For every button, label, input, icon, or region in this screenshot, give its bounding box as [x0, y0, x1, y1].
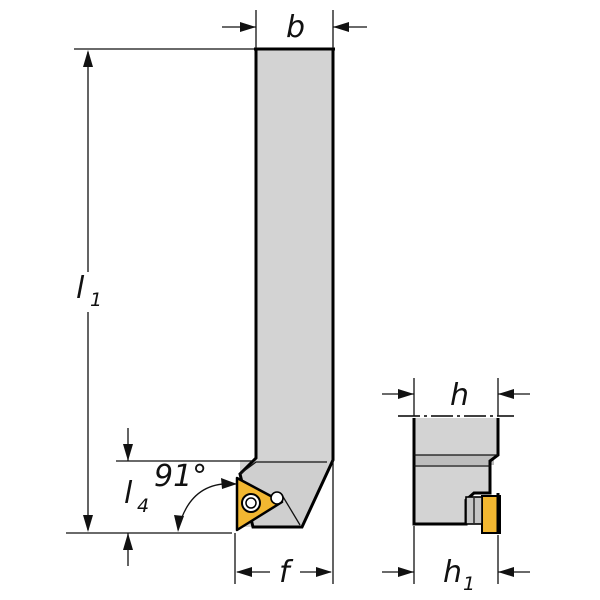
side-outline [412, 418, 500, 526]
l1-label: l [76, 271, 85, 306]
angle-dimension: 91° [154, 459, 237, 532]
l4-arrow-top [123, 444, 133, 461]
dimension-l1: l 1 [66, 48, 254, 534]
h-arrow-left [398, 389, 414, 399]
shank-body [240, 50, 333, 527]
b-label: b [286, 10, 305, 45]
dimension-l4: l 4 [116, 428, 252, 566]
side-band [414, 455, 494, 465]
l4-label: l [124, 476, 133, 511]
dimension-h1: h 1 [382, 526, 530, 595]
tool-side-view [398, 415, 514, 534]
l1-label-sub: 1 [90, 289, 102, 311]
side-body [414, 418, 498, 524]
h1-label: h [443, 555, 462, 590]
b-arrow-left [240, 22, 256, 32]
f-arrow-left [236, 567, 252, 577]
tool-shank-front-view [235, 47, 335, 532]
l4-arrow-bottom [123, 533, 133, 550]
l1-arrow-bottom [83, 515, 93, 532]
f-arrow-right [316, 567, 332, 577]
dimension-b: b [222, 10, 367, 48]
h-label: h [450, 378, 469, 413]
insert-screw-inner [245, 497, 257, 509]
angle-arrow-bottom [174, 515, 184, 532]
angle-arrow-top [221, 478, 237, 489]
angle-label: 91° [154, 459, 207, 494]
h1-arrow-right [498, 567, 514, 577]
h1-label-sub: 1 [463, 573, 475, 595]
clamp-edge [281, 494, 301, 526]
l1-arrow-top [83, 50, 93, 67]
clamp-pin [270, 491, 284, 505]
b-arrow-right [333, 22, 349, 32]
insert-screw-hole [241, 493, 261, 513]
h1-arrow-left [398, 567, 414, 577]
f-label: f [279, 555, 294, 590]
head-detail-line [239, 461, 327, 475]
dimension-h: h [382, 378, 530, 416]
h-arrow-right [498, 389, 514, 399]
l4-label-sub: 4 [137, 495, 149, 517]
